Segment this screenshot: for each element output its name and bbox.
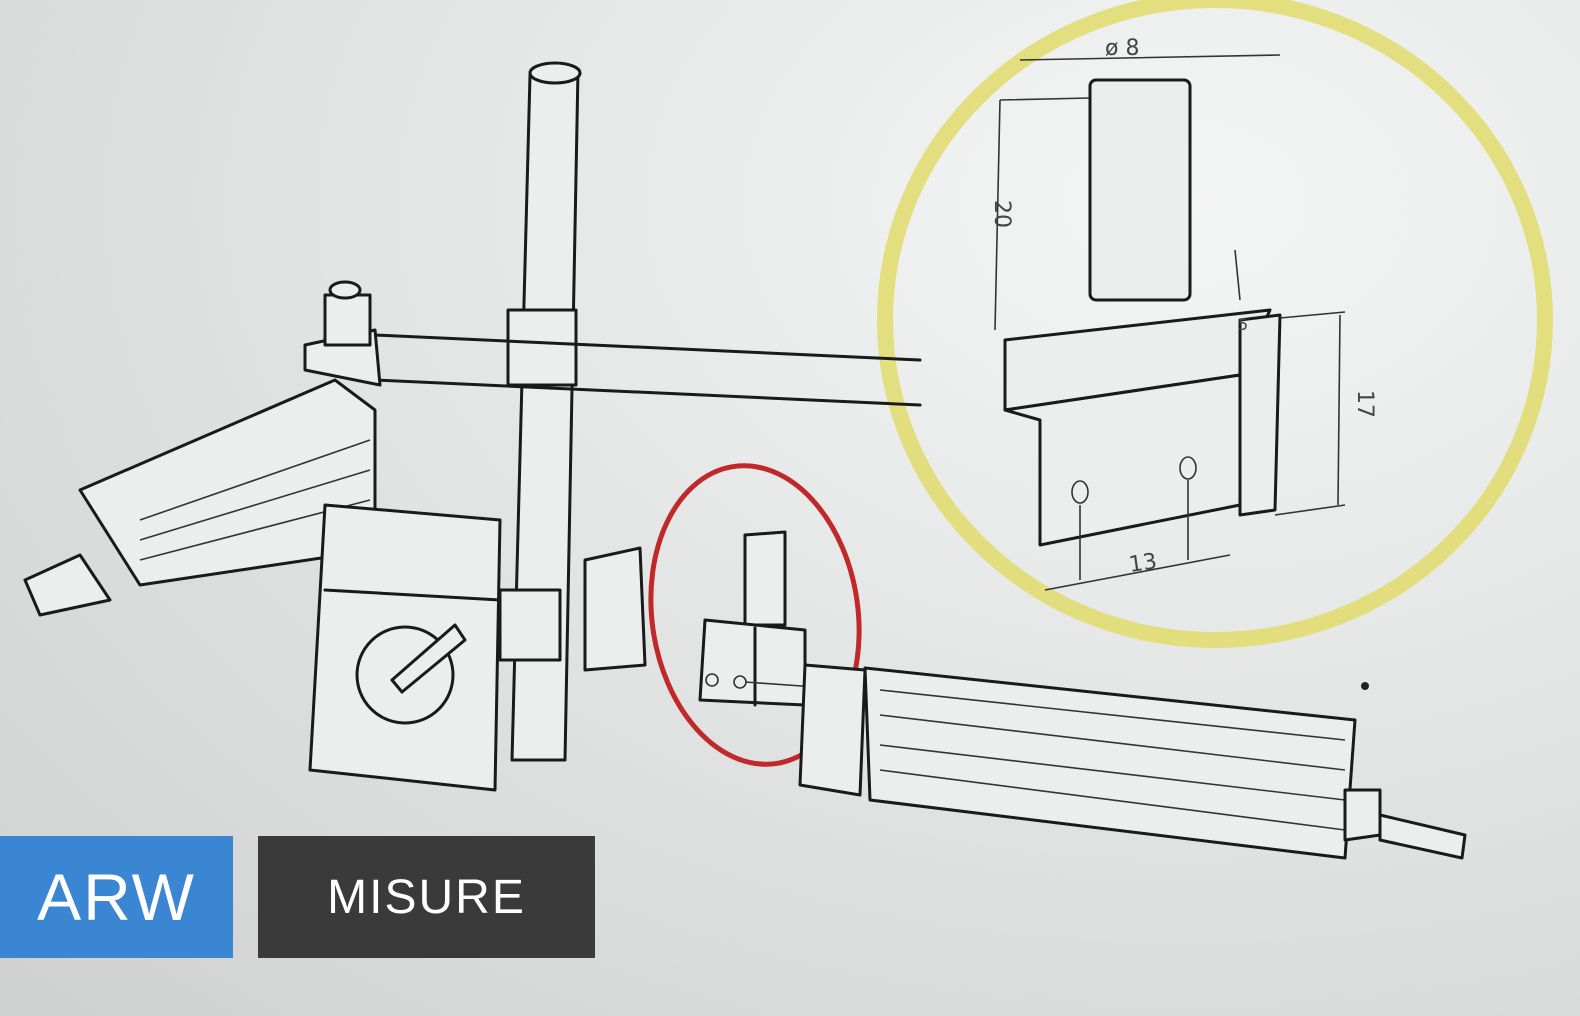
dim-offset: 5 [1238,315,1248,334]
red-highlight-circle [648,463,862,767]
upper-sensor [23,378,377,617]
detail-highlight-ring [877,0,1553,648]
logo-arw: ARW [0,836,233,958]
stand-arm [303,280,922,407]
detail-view: ø 8 20 17 13 5 [989,36,1377,591]
logo-misure: MISURE [258,836,595,958]
lower-sensor [798,663,1467,860]
magnetic-base [308,503,647,792]
dim-hole-spacing: 13 [1127,549,1158,578]
stand-post [498,61,582,762]
adapter-bracket [698,530,831,707]
dim-side: 17 [1352,390,1377,418]
dim-height: 20 [989,200,1014,228]
dim-diameter: ø 8 [1105,36,1139,61]
